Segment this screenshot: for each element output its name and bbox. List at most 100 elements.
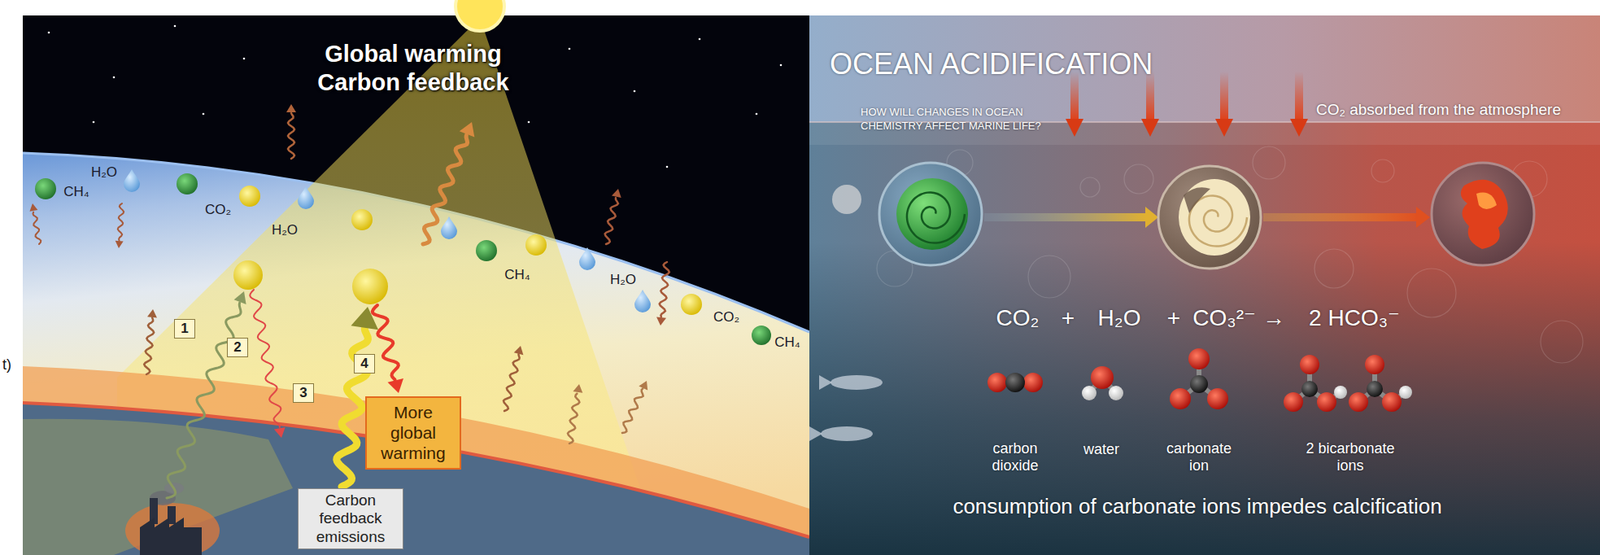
ocean-background: [809, 15, 1600, 555]
transition-bar: [984, 213, 1147, 222]
carbon-atom: [1301, 380, 1318, 397]
infrared-arrow: [287, 113, 295, 159]
star: [527, 121, 531, 124]
absorption-arrow: [1294, 71, 1304, 121]
absorption-arrow-head: [1290, 118, 1308, 137]
molecule-label: CO₂: [713, 309, 740, 326]
oxygen-atom: [1364, 354, 1385, 375]
shell-disc: [1431, 162, 1535, 266]
callout-number: 2: [226, 337, 249, 358]
infrared-arrow: [622, 388, 644, 433]
transition-head: [1416, 206, 1430, 228]
hydrogen-atom: [1081, 385, 1097, 401]
panel-title: Global warming Carbon feedback: [295, 39, 532, 97]
infrared-arrow: [567, 393, 580, 444]
hydrogen-atom: [1399, 385, 1413, 399]
infrared-arrow-head: [572, 383, 583, 393]
plankton-texture: [1080, 177, 1100, 197]
shell-disc: [1158, 165, 1261, 269]
extra-warming-arrow: [372, 305, 399, 380]
healthy-shell: [896, 178, 968, 250]
dissolved-shell: [1460, 179, 1509, 249]
panel-title: OCEAN ACIDIFICATION: [829, 47, 1153, 81]
fish: [830, 374, 883, 390]
methane-molecule: [176, 173, 198, 195]
dissolved-shell-highlight: [1476, 192, 1497, 210]
callout-number: 3: [292, 383, 314, 403]
hydrogen-atom: [1108, 385, 1124, 401]
carbon-atom: [1005, 372, 1025, 393]
oxygen-atom: [1299, 354, 1320, 375]
sun: [455, 0, 505, 31]
molecule-label: CH₄: [504, 266, 531, 284]
callout-number: 1: [174, 318, 196, 339]
box-text: Carbon feedback emissions: [301, 491, 400, 546]
carbon-emission-arrow: [336, 328, 369, 487]
plankton-texture: [1314, 248, 1354, 288]
plankton-texture: [1371, 159, 1395, 183]
oxygen-atom: [1023, 372, 1043, 393]
water-drop: [634, 289, 651, 313]
transition-bar: [1263, 213, 1418, 222]
carbon-atom: [1190, 374, 1208, 393]
molecule-caption: carbonate ion: [1158, 440, 1240, 474]
star: [47, 31, 51, 35]
oxygen-atom: [1316, 392, 1337, 412]
infrared-arrow-head: [286, 104, 297, 113]
infrared-arrow: [143, 317, 154, 375]
infrared-arrow: [117, 203, 124, 241]
infrared-arrow-head: [459, 122, 476, 138]
star: [568, 47, 572, 51]
effect-box: More global warming: [365, 396, 462, 470]
molecule-label: H₂O: [91, 164, 118, 181]
outgoing-radiation-arrow-head: [234, 291, 247, 305]
plankton-texture: [1407, 268, 1457, 318]
equation-term: 2 HCO₃⁻: [1308, 305, 1400, 332]
carbon-dioxide-molecule: [352, 268, 389, 305]
carbon-dioxide-molecule: [525, 234, 547, 256]
methane-molecule: [475, 239, 498, 262]
plankton-texture: [1252, 146, 1286, 179]
infrared-arrow: [605, 197, 619, 245]
molecule-label: CH₄: [63, 183, 90, 201]
oxygen-atom: [1207, 388, 1229, 410]
fish-tail: [809, 426, 823, 441]
oxygen-atom: [1382, 392, 1402, 412]
carbon-dioxide-molecule: [233, 260, 263, 290]
panel-question: HOW WILL CHANGES IN OCEAN CHEMISTRY AFFE…: [860, 105, 1060, 134]
star: [174, 25, 177, 28]
methane-molecule: [34, 178, 57, 200]
box-text: 2: [227, 339, 248, 356]
star: [202, 113, 205, 116]
conclusion-text: consumption of carbonate ions impedes ca…: [952, 494, 1442, 519]
carbon-feedback-panel: [22, 0, 810, 555]
methane-molecule: [751, 325, 772, 345]
equation-term: H₂O: [1098, 305, 1142, 332]
box-text: More global warming: [370, 401, 457, 464]
oxygen-atom: [1348, 392, 1369, 412]
infrared-arrow-head: [638, 380, 648, 391]
shell-disc: [879, 162, 982, 266]
box-text: 1: [174, 320, 195, 337]
earth: [22, 402, 810, 555]
oxygen-atom: [1169, 388, 1191, 410]
star: [92, 121, 96, 124]
plankton-texture: [1028, 255, 1071, 298]
oxygen-atom: [1188, 348, 1210, 370]
carbon-dioxide-molecule: [680, 293, 702, 315]
star: [243, 57, 246, 61]
infrared-arrow: [503, 353, 520, 411]
molecule-label: H₂O: [610, 271, 637, 288]
infrared-arrow-head: [29, 203, 38, 212]
equation-operator: +: [1061, 305, 1075, 332]
infrared-arrow: [32, 212, 41, 245]
trapped-radiation-arrow: [249, 289, 281, 428]
absorption-arrow-head: [1065, 118, 1084, 137]
absorption-arrow-head: [1215, 118, 1234, 137]
box-text: 4: [354, 355, 375, 372]
plankton-texture: [1124, 164, 1154, 194]
trapped-radiation-arrow-head: [274, 427, 286, 438]
ocean-acidification-panel: [809, 15, 1600, 555]
molecule-label: CO₂: [204, 201, 232, 218]
molecule-label: H₂O: [271, 222, 298, 239]
